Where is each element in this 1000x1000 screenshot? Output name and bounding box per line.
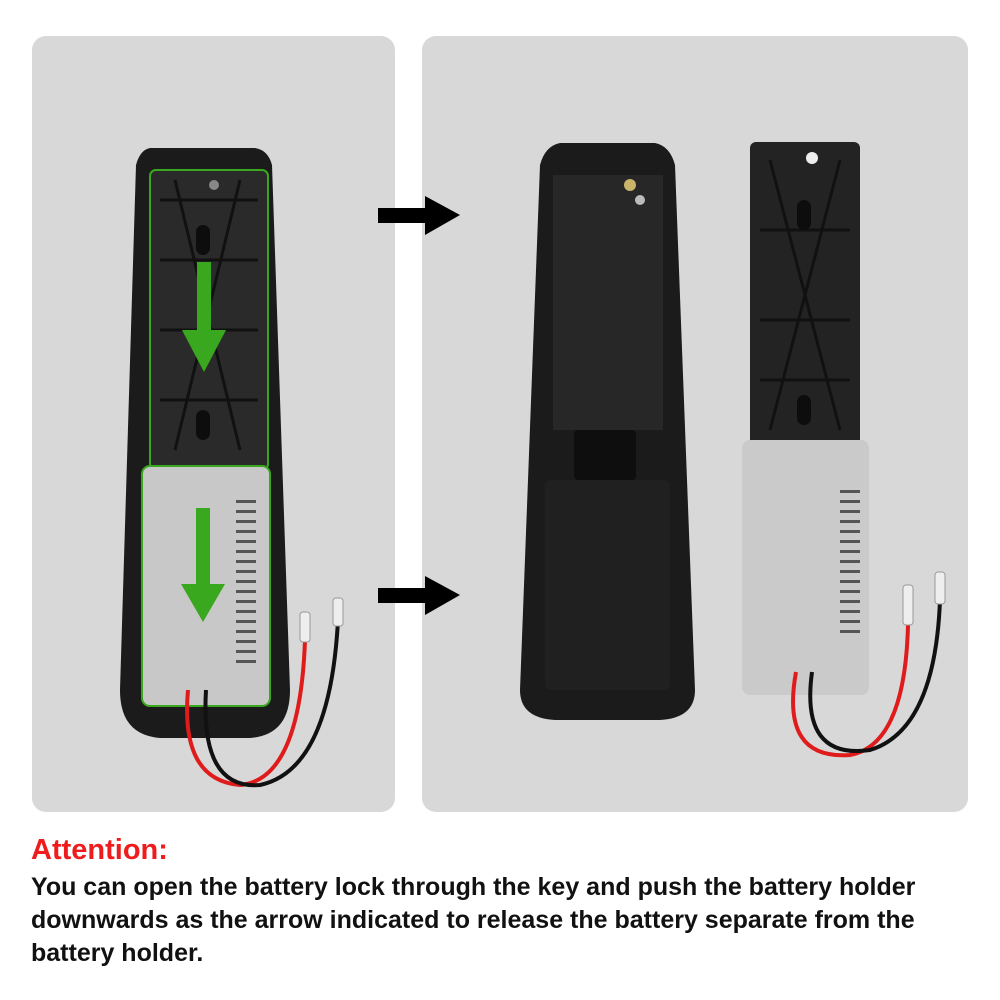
battery-with-holder: [120, 148, 344, 788]
right-image-panel: [422, 36, 968, 812]
attention-text: You can open the battery lock through th…: [31, 873, 916, 967]
right-arrow-icon: [378, 196, 460, 615]
battery-shell: [520, 143, 695, 720]
battery-holder: [742, 142, 946, 758]
down-arrow-icon: [181, 262, 226, 622]
attention-heading: Attention:: [31, 834, 168, 866]
